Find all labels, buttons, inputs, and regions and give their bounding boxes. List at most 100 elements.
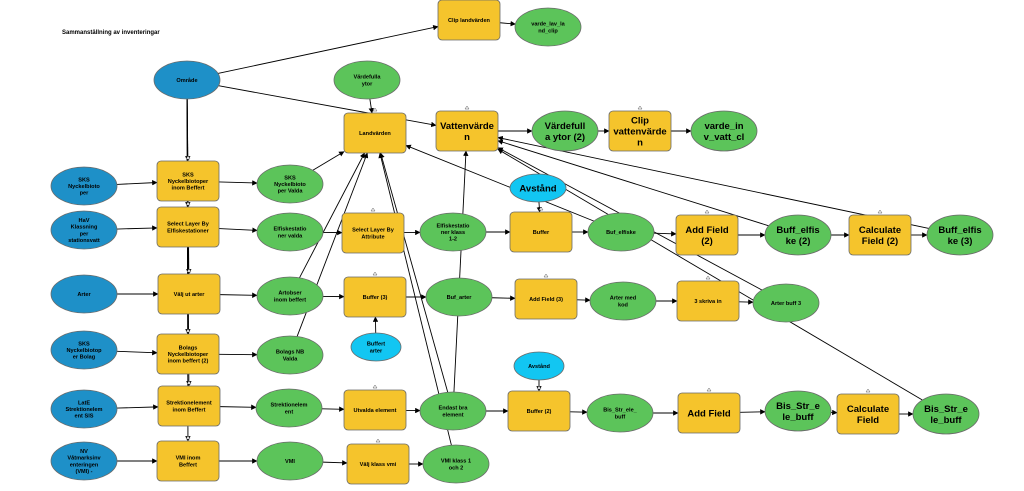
node-omrade[interactable]: Område <box>153 60 221 100</box>
node-buff_elfiske2[interactable]: Buff_elfiske (2) <box>764 214 832 256</box>
connector-vmi-to-valj_klass <box>322 460 348 466</box>
node-label-arter_kod-1: kod <box>618 302 629 308</box>
connector-omrade-to-clip_land <box>217 24 439 74</box>
tool-marker-icon <box>185 328 191 333</box>
node-vmi[interactable]: VMI <box>256 441 324 481</box>
node-label-add_field3-0: Add Field (3) <box>529 297 563 303</box>
node-utvalda[interactable]: Utvalda element <box>343 384 407 431</box>
node-buf_elfiske[interactable]: Buf_elfiske <box>587 212 655 252</box>
tool-marker-icon <box>372 271 378 276</box>
connector-late_strak-to-strak_befint <box>116 404 159 410</box>
node-clip_land[interactable]: Clip landvärden <box>437 0 501 41</box>
node-add_field2[interactable]: Add Field(2) <box>675 209 739 256</box>
node-shape-sks_nyckel_valda <box>256 164 324 204</box>
node-bis_str_buff2[interactable]: Bis_Str_ele_buff <box>764 390 832 432</box>
node-add_field3[interactable]: Add Field (3) <box>514 273 578 320</box>
node-elfiske_valda[interactable]: Elfiskestationer valda <box>256 212 324 252</box>
node-label-select_attr-0: Select Layer By <box>352 228 395 234</box>
node-shape-buffer3 <box>343 276 407 318</box>
node-shape-add_field <box>677 392 741 434</box>
node-buffer3[interactable]: Buffer (3) <box>343 271 407 318</box>
node-label-hav_klass-2: per <box>80 231 90 237</box>
connector-sks_nyckel_valda-to-landvarden <box>312 151 345 171</box>
node-bis_str_buff[interactable]: Bis_Str_ele_buff <box>586 393 654 433</box>
node-shape-select_attr <box>341 212 405 254</box>
node-valj_arter[interactable]: Välj ut arter <box>157 268 221 315</box>
node-label-nv_vmi-0: NV <box>80 449 88 455</box>
node-landvarden[interactable]: Landvärden <box>343 107 407 154</box>
connector-buf_arter-to-add_field3 <box>491 295 516 301</box>
node-avstand1[interactable]: Avstånd <box>509 173 567 203</box>
node-label-endast_bra-1: element <box>442 412 463 418</box>
node-label-elfiske_valda-1: ner valda <box>278 233 303 239</box>
node-label-nv_vmi-1: Våtmarksinv <box>67 455 101 462</box>
node-label-add_field2-0: Add Field <box>685 225 728 236</box>
connector-bis_str_buff3-to-vattenvarden <box>497 148 923 401</box>
node-label-sks_nyckel_befint-0: SKS <box>182 172 194 178</box>
node-label-vardefulla_ytor-1: ytor <box>362 81 373 87</box>
node-shape-vardefulla_ytor2 <box>531 110 599 152</box>
node-shape-buffer1 <box>509 211 573 253</box>
node-shape-omrade <box>153 60 221 100</box>
node-shape-vmi_befint <box>156 440 220 482</box>
connector-clip_land-to-varde_clip <box>499 20 516 27</box>
node-label-clip_vatten-2: n <box>637 137 643 148</box>
node-label-vardefulla_ytor-0: Värdefulla <box>353 75 381 81</box>
node-label-nv_vmi-2: enteringen <box>70 462 99 468</box>
node-shape-utvalda <box>343 389 407 431</box>
node-buf_arter[interactable]: Buf_arter <box>425 277 493 317</box>
node-buff_elfiske3[interactable]: Buff_elfiske (3) <box>926 214 994 256</box>
connector-strak_element-to-utvalda <box>321 406 345 412</box>
node-avstand2[interactable]: Avstånd <box>513 351 565 381</box>
node-strak_element[interactable]: Strektionelement <box>255 388 323 428</box>
node-valj_klass[interactable]: Välj klass vmi <box>346 438 410 485</box>
node-shape-avstand2 <box>513 351 565 381</box>
node-arter[interactable]: Arter <box>50 274 118 314</box>
node-label-buf_arter-0: Buf_arter <box>447 295 473 301</box>
node-buffer1[interactable]: Buffer <box>509 206 573 253</box>
node-shape-clip_land <box>437 0 501 41</box>
node-label-clip_vatten-1: vattenvärde <box>613 126 666 137</box>
node-shape-sks_nyckel <box>50 166 118 206</box>
node-label-calc_field-1: Field <box>857 415 879 426</box>
node-arter_buff3[interactable]: Arter buff 3 <box>752 283 820 323</box>
node-buffer2[interactable]: Buffer (2) <box>507 385 571 432</box>
connector-strak_befint-to-strak_element <box>219 404 257 410</box>
node-varde_clip[interactable]: varde_lav_land_clip <box>514 7 582 47</box>
node-varde_vatt[interactable]: varde_inv_vatt_cl <box>690 110 758 152</box>
node-label-hav_klass-0: HaV <box>79 218 90 224</box>
node-vardefulla_ytor2[interactable]: Värdefulla ytor (2) <box>531 110 599 152</box>
connector-buff_elfiske3-to-vattenvarden <box>497 135 929 229</box>
node-label-bis_str_buff-0: Bis_Str_ele_ <box>603 408 637 414</box>
node-skriva_in[interactable]: 3 skriva in <box>676 275 740 322</box>
node-add_field[interactable]: Add Field <box>677 387 741 434</box>
tool-marker-icon <box>538 206 544 211</box>
node-bis_str_buff3[interactable]: Bis_Str_ele_buff <box>912 393 980 435</box>
node-shape-landvarden <box>343 112 407 154</box>
tool-marker-icon <box>185 155 191 160</box>
